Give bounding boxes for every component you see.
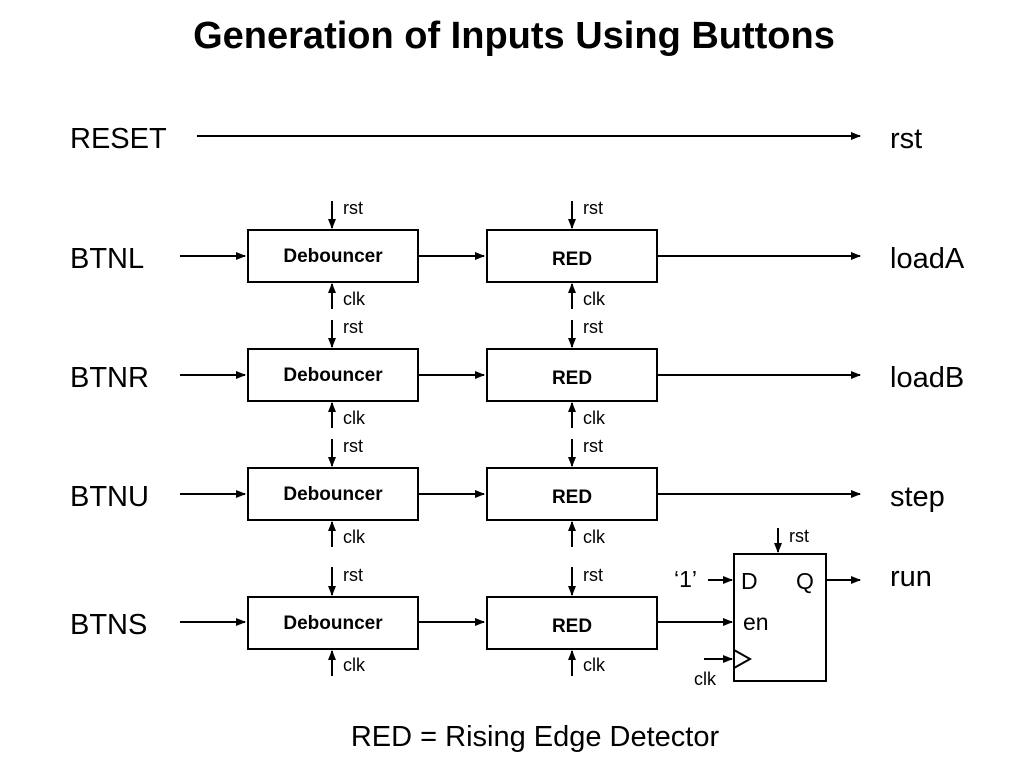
red-label: RED — [552, 487, 592, 508]
row-btnu: BTNU Debouncer RED step rst clk rst clk — [70, 436, 945, 547]
flipflop-q-label: Q — [796, 568, 814, 594]
flipflop-en-label: en — [743, 609, 769, 635]
clock-triangle-icon — [733, 649, 753, 669]
run-output-label: run — [890, 561, 932, 593]
debouncer-block — [247, 596, 419, 650]
red-label: RED — [552, 249, 592, 270]
debouncer-rst-label: rst — [343, 198, 363, 218]
red-block — [486, 348, 658, 402]
flipflop-clk-label: clk — [694, 669, 717, 689]
page-title: Generation of Inputs Using Buttons — [193, 15, 835, 57]
red-block — [486, 467, 658, 521]
red-block — [486, 596, 658, 650]
step-output-label: step — [890, 481, 945, 513]
red-rst-label: rst — [583, 565, 603, 585]
row-btns: BTNS Debouncer RED rst clk rst clk — [70, 565, 733, 676]
btnu-label: BTNU — [70, 481, 149, 513]
loada-output-label: loadA — [890, 243, 965, 275]
debouncer-rst-label: rst — [343, 565, 363, 585]
debouncer-label: Debouncer — [283, 365, 383, 386]
const-one-label: ‘1’ — [674, 566, 697, 592]
flipflop-d-label: D — [741, 568, 758, 594]
loadb-output-label: loadB — [890, 362, 964, 394]
d-flipflop: D Q en ‘1’ rst clk run — [674, 526, 932, 689]
debouncer-label: Debouncer — [283, 246, 383, 267]
footnote: RED = Rising Edge Detector — [351, 721, 720, 753]
debouncer-label: Debouncer — [283, 613, 383, 634]
reset-input-label: RESET — [70, 123, 167, 155]
red-clk-label: clk — [583, 408, 606, 428]
btns-label: BTNS — [70, 609, 147, 641]
debouncer-clk-label: clk — [343, 408, 366, 428]
debouncer-block — [247, 348, 419, 402]
debouncer-clk-label: clk — [343, 655, 366, 675]
red-rst-label: rst — [583, 317, 603, 337]
debouncer-block — [247, 467, 419, 521]
debouncer-rst-label: rst — [343, 436, 363, 456]
red-label: RED — [552, 368, 592, 389]
red-rst-label: rst — [583, 198, 603, 218]
debouncer-label: Debouncer — [283, 484, 383, 505]
red-clk-label: clk — [583, 289, 606, 309]
red-rst-label: rst — [583, 436, 603, 456]
red-clk-label: clk — [583, 527, 606, 547]
btnr-label: BTNR — [70, 362, 149, 394]
rst-output-label: rst — [890, 123, 922, 155]
debouncer-clk-label: clk — [343, 289, 366, 309]
red-label: RED — [552, 616, 592, 637]
row-btnl: BTNL Debouncer RED loadA rst clk rst clk — [70, 198, 965, 309]
row-btnr: BTNR Debouncer RED loadB rst clk rst clk — [70, 317, 964, 428]
debouncer-rst-label: rst — [343, 317, 363, 337]
btnl-label: BTNL — [70, 243, 144, 275]
red-clk-label: clk — [583, 655, 606, 675]
debouncer-clk-label: clk — [343, 527, 366, 547]
red-block — [486, 229, 658, 283]
flipflop-rst-label: rst — [789, 526, 809, 546]
